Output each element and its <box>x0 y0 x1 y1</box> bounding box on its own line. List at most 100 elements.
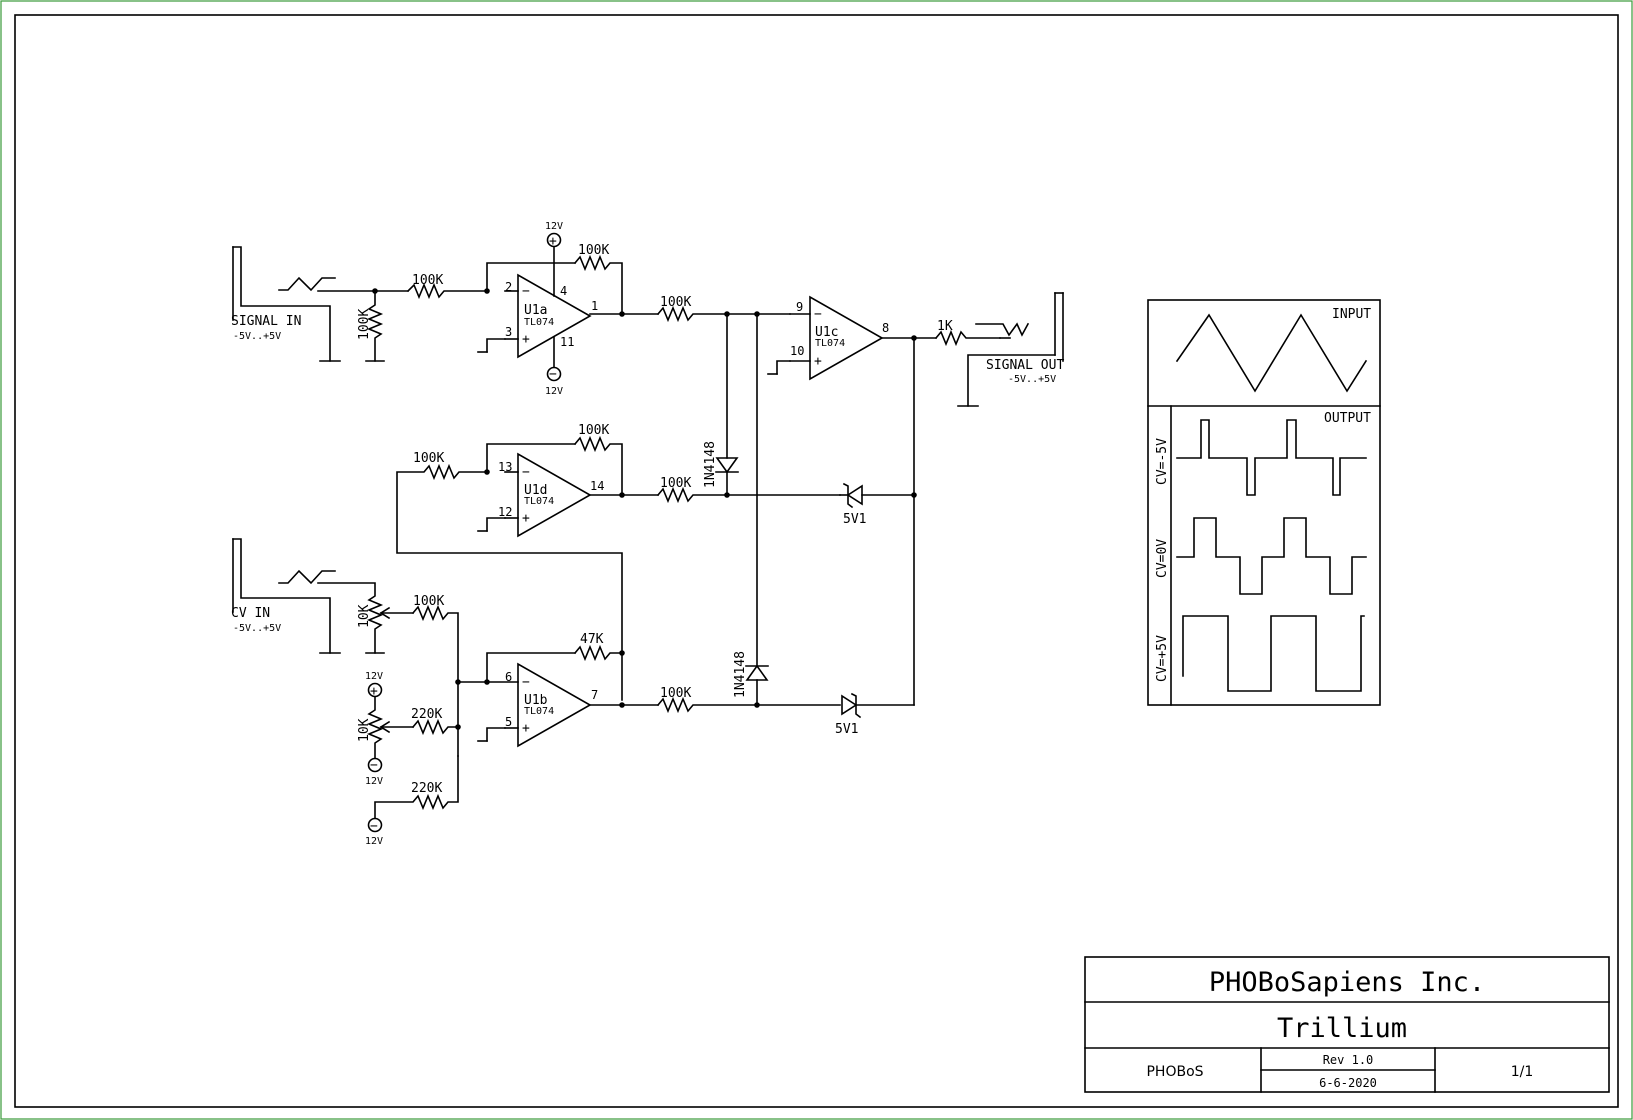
r-out-label: 1K <box>937 319 953 334</box>
u1a-pin-vee: 11 <box>560 335 574 349</box>
sawtooth-out-icon <box>975 322 1030 337</box>
r-in-d-label: 100K <box>413 451 444 466</box>
svg-text:−: − <box>370 819 378 834</box>
u1d-pin-inv: 13 <box>498 460 512 474</box>
opamp-u1c: − + U1c TL074 9 10 8 1K <box>767 295 1001 381</box>
wave-row-2-label: CV=0V <box>1155 539 1170 578</box>
u1b-name: U1b <box>524 693 548 708</box>
u1c-pin-noninv: 10 <box>790 344 804 358</box>
u1b-part: TL074 <box>524 706 554 717</box>
sawtooth-icon <box>278 276 336 292</box>
output-wave-cv-pos5 <box>1182 615 1365 692</box>
u1a-pin-noninv: 3 <box>505 325 512 339</box>
svg-text:−: − <box>522 284 530 299</box>
r-fb-b-label: 47K <box>580 632 604 647</box>
r-out-d-label: 100K <box>660 476 691 491</box>
r-fb-a-label: 100K <box>578 243 609 258</box>
u1a-vee-label: 12V <box>545 386 563 397</box>
drawing-frame <box>14 14 1619 1108</box>
signal-in-range: -5V..+5V <box>233 331 281 342</box>
u1d-name: U1d <box>524 483 547 498</box>
svg-text:+: + <box>549 234 557 249</box>
offset-vcc-label: 12V <box>365 671 383 682</box>
bias-vee-label: 12V <box>365 836 383 847</box>
svg-text:−: − <box>549 367 557 382</box>
u1a-part: TL074 <box>524 317 554 328</box>
svg-text:−: − <box>370 758 378 773</box>
diode-d1: 1N4148 <box>703 313 739 496</box>
sheet-number: 1/1 <box>1511 1064 1534 1080</box>
svg-text:+: + <box>370 684 378 699</box>
output-label: OUTPUT <box>1324 411 1371 426</box>
zener-z2: 5V1 <box>756 692 915 737</box>
u1c-name: U1c <box>815 325 838 340</box>
svg-text:+: + <box>814 354 822 369</box>
project-name: Trillium <box>1277 1013 1407 1044</box>
u1a-name: U1a <box>524 303 547 318</box>
company-name: PHOBoSapiens Inc. <box>1209 967 1485 998</box>
cv-pot: 10K 100K <box>317 582 459 757</box>
bias-resistor: − 12V 220K <box>365 755 459 847</box>
r-bias-label: 220K <box>411 781 442 796</box>
u1a-pin-inv: 2 <box>505 280 512 294</box>
waveform-panel: INPUT OUTPUT CV=-5V CV=0V CV=+5V <box>1147 299 1381 706</box>
r-shunt-a-label: 100K <box>357 309 372 340</box>
offset-vee-label: 12V <box>365 776 383 787</box>
r-offset-label: 220K <box>411 707 442 722</box>
cv-pot-label: 10K <box>357 604 372 628</box>
z2-label: 5V1 <box>835 722 858 737</box>
offset-pot: + 12V − 12V 10K 220K <box>357 671 461 787</box>
z1-label: 5V1 <box>843 512 866 527</box>
cv-sawtooth-icon <box>278 569 336 585</box>
title-block: PHOBoSapiens Inc. Trillium PHOBoS Rev 1.… <box>1084 956 1610 1093</box>
input-network-a: 100K 100K <box>317 273 488 362</box>
zener-z1: 5V1 <box>839 482 915 527</box>
r-fb-d-label: 100K <box>578 423 609 438</box>
output-wave-cv-neg5 <box>1176 419 1367 496</box>
svg-text:−: − <box>814 307 822 322</box>
svg-text:+: + <box>522 332 530 347</box>
input-triangle-wave <box>1175 313 1368 393</box>
wave-row-3-label: CV=+5V <box>1155 635 1170 682</box>
u1c-part: TL074 <box>815 338 845 349</box>
cv-in-jack: CV IN -5V..+5V <box>231 538 341 654</box>
input-label: INPUT <box>1332 307 1371 322</box>
signal-out-label: SIGNAL OUT <box>986 358 1064 373</box>
d1-label: 1N4148 <box>703 441 718 488</box>
svg-text:−: − <box>522 465 530 480</box>
u1a-pin-out: 1 <box>591 299 598 313</box>
u1a-vcc-label: 12V <box>545 221 563 232</box>
u1c-pin-inv: 9 <box>796 300 803 314</box>
date: 6-6-2020 <box>1319 1076 1377 1090</box>
r-out-b-label: 100K <box>660 686 691 701</box>
wave-row-1-label: CV=-5V <box>1155 438 1170 485</box>
signal-in-label: SIGNAL IN <box>231 314 301 329</box>
svg-text:−: − <box>522 675 530 690</box>
opamp-u1b: − + U1b TL074 6 5 7 47K 100K <box>455 632 758 748</box>
offset-pot-label: 10K <box>357 718 372 742</box>
svg-text:+: + <box>522 721 530 736</box>
opamp-u1a: − + U1a TL074 2 3 1 4 11 + 12V − 12V 100… <box>477 221 623 397</box>
u1a-pin-vcc: 4 <box>560 284 567 298</box>
revision: Rev 1.0 <box>1323 1053 1374 1067</box>
opamp-u1d: − + U1d TL074 13 12 14 100K 100K 100K <box>396 423 841 701</box>
signal-out-range: -5V..+5V <box>1008 374 1056 385</box>
output-wave-cv-0 <box>1176 517 1367 595</box>
u1d-pin-out: 14 <box>590 479 604 493</box>
u1b-pin-noninv: 5 <box>505 715 512 729</box>
u1a-output-net: 100K <box>589 295 791 323</box>
diode-d2: 1N4148 <box>733 313 769 708</box>
u1b-pin-inv: 6 <box>505 670 512 684</box>
r-out-a-label: 100K <box>660 295 691 310</box>
r-in-a-label: 100K <box>412 273 443 288</box>
u1c-pin-out: 8 <box>882 321 889 335</box>
author-name: PHOBoS <box>1146 1064 1203 1080</box>
cv-in-range: -5V..+5V <box>233 623 281 634</box>
d2-label: 1N4148 <box>733 651 748 698</box>
u1d-pin-noninv: 12 <box>498 505 512 519</box>
u1b-pin-out: 7 <box>591 688 598 702</box>
signal-in-jack: SIGNAL IN -5V..+5V <box>231 246 341 362</box>
svg-text:+: + <box>522 511 530 526</box>
